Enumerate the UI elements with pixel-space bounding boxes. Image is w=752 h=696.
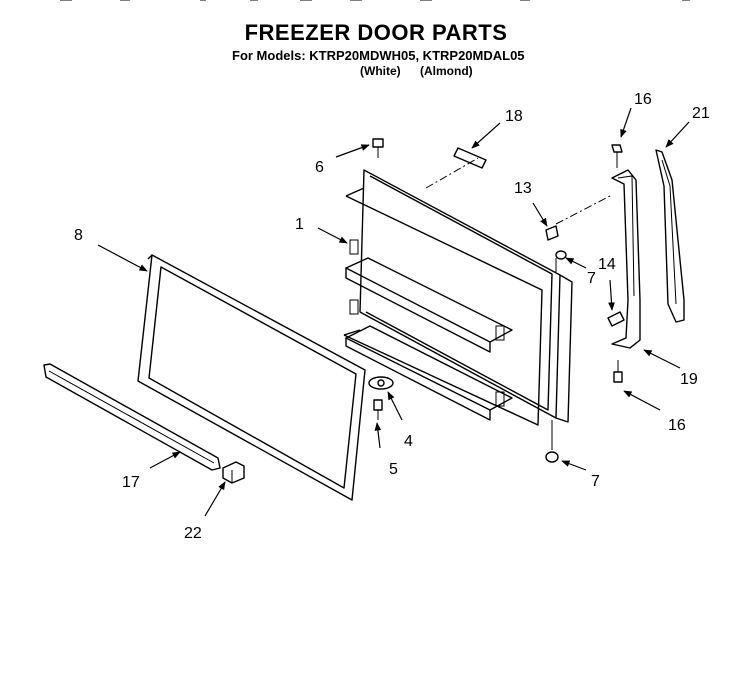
part-8-gasket bbox=[137, 254, 366, 501]
callout-16-upper: 16 bbox=[634, 91, 652, 108]
callout-8: 8 bbox=[74, 227, 83, 244]
callout-22: 22 bbox=[184, 525, 202, 542]
variant-almond: (Almond) bbox=[420, 64, 473, 78]
callout-14: 14 bbox=[598, 256, 616, 273]
diagram-title: FREEZER DOOR PARTS bbox=[244, 20, 508, 45]
callout-19: 19 bbox=[680, 371, 698, 388]
callout-17: 17 bbox=[122, 474, 140, 491]
callout-1: 1 bbox=[295, 216, 304, 233]
part-13-clip bbox=[545, 195, 611, 241]
part-18-label bbox=[453, 147, 487, 169]
color-variants: (White) (Almond) bbox=[360, 64, 489, 78]
callout-5: 5 bbox=[389, 461, 398, 478]
part-5-screw bbox=[373, 399, 383, 420]
callout-16-lower: 16 bbox=[668, 417, 686, 434]
callout-labels: 6 1 8 18 13 16 21 7 14 19 16 7 4 5 17 22 bbox=[74, 91, 710, 542]
part-17-trim-strip bbox=[43, 363, 221, 471]
part-7-plug-upper bbox=[555, 250, 567, 272]
part-22-end-cap bbox=[222, 461, 245, 484]
callout-4: 4 bbox=[404, 433, 413, 450]
callout-18: 18 bbox=[505, 108, 523, 125]
diagram-header: FREEZER DOOR PARTS For Models: KTRP20MDW… bbox=[0, 0, 752, 90]
callout-6: 6 bbox=[315, 159, 324, 176]
variant-white: (White) bbox=[360, 64, 401, 78]
part-14-clip bbox=[607, 311, 625, 327]
part-6-screw bbox=[372, 138, 384, 158]
callout-13: 13 bbox=[514, 180, 532, 197]
part-7-plug-lower bbox=[545, 420, 559, 463]
part-16-screw-upper bbox=[611, 144, 623, 168]
callout-21: 21 bbox=[692, 105, 710, 122]
part-21-handle-trim bbox=[655, 149, 685, 323]
leader-lines bbox=[97, 107, 690, 517]
part-19-handle-bracket bbox=[611, 169, 641, 349]
models-line: For Models: KTRP20MDWH05, KTRP20MDAL05 bbox=[232, 48, 525, 63]
part-4-bushing bbox=[368, 376, 394, 390]
callout-7-upper: 7 bbox=[587, 270, 596, 287]
callout-7-lower: 7 bbox=[591, 473, 600, 490]
part-16-screw-lower bbox=[613, 360, 623, 383]
